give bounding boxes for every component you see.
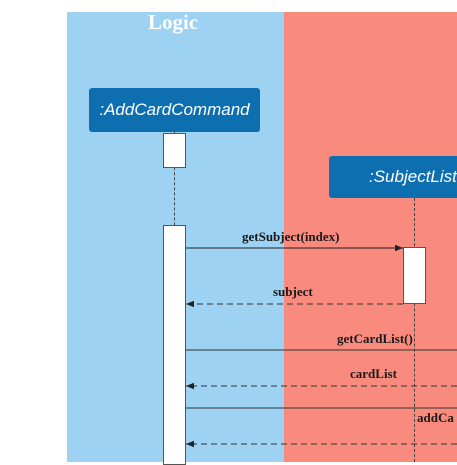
subject-return-label: subject <box>273 284 313 299</box>
get-card-list-label: getCardList() <box>337 331 413 346</box>
add-card-command-activation-2 <box>163 225 186 465</box>
logic-region-title: Logic <box>148 10 199 34</box>
add-card-command-activation-1 <box>163 133 186 168</box>
subject-list-lifeline <box>414 198 415 462</box>
add-card-label: addCa <box>417 410 454 425</box>
get-subject-label: getSubject(index) <box>242 229 340 244</box>
subject-list-label: :SubjectList <box>369 167 457 186</box>
card-list-return-label: cardList <box>350 366 397 381</box>
subject-list-activation <box>403 247 426 304</box>
model-region <box>284 12 457 462</box>
add-card-command-participant: :AddCardCommand <box>89 88 260 132</box>
subject-list-participant: :SubjectList <box>329 156 457 198</box>
add-card-command-label: :AddCardCommand <box>99 100 250 119</box>
